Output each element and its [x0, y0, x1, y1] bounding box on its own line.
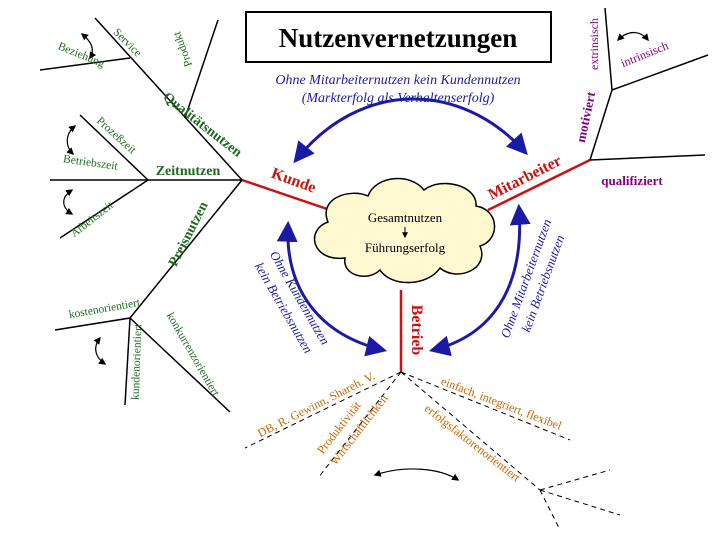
produkt-label: Produkt	[171, 29, 195, 68]
hub-betrieb-label: Betrieb	[408, 305, 425, 356]
preisnutzen-label: Preisnutzen	[166, 199, 211, 269]
erfolgsfaktoren-label: erfolgsfaktorenorientiert	[422, 401, 524, 485]
top-curved-arrow	[293, 97, 528, 164]
kunde-line	[241, 178, 331, 212]
qualifiziert-label: qualifiziert	[601, 173, 663, 188]
mitarbeiter-tree-lines	[589, 7, 709, 161]
arbeitszeit-label: Arbeitszeit	[69, 199, 117, 240]
betriebszeit-label: Betriebszeit	[62, 153, 119, 173]
zeitnutzen-label: Zeitnutzen	[156, 164, 221, 179]
title-box	[245, 11, 552, 63]
subtitle-line1: Ohne Mitarbeiternutzen kein Kundennutzen	[275, 73, 520, 88]
kunde-small-arrows	[63, 33, 107, 365]
mitarbeiter-small-arrow	[616, 31, 649, 42]
mitarbeiter-line	[487, 158, 591, 212]
right-curved-arrow	[428, 203, 531, 357]
center-line2: Führungserfolg	[365, 240, 446, 255]
intrinsisch-label: intrinsisch	[619, 38, 671, 70]
betrieb-tree-lines	[244, 371, 621, 531]
kundenorientiert-label: kundenorientiert	[130, 323, 145, 400]
beziehung-label: Beziehung	[56, 40, 106, 70]
kunde-tree-lines	[39, 17, 243, 413]
qualitaetsnutzen-label: Qualitätsnutzen	[160, 90, 245, 161]
motiviert-label: motiviert	[573, 90, 598, 144]
left-curved-arrow	[276, 220, 388, 357]
betrieb-small-arrow	[373, 468, 460, 481]
konkurrenzorientiert-label: konkurrenzorientiert	[164, 311, 222, 400]
page-title: Nutzenvernetzungen	[279, 23, 517, 53]
center-line1: Gesamtnutzen	[368, 210, 443, 225]
extrinsisch-label: extrinsisch	[587, 18, 601, 70]
